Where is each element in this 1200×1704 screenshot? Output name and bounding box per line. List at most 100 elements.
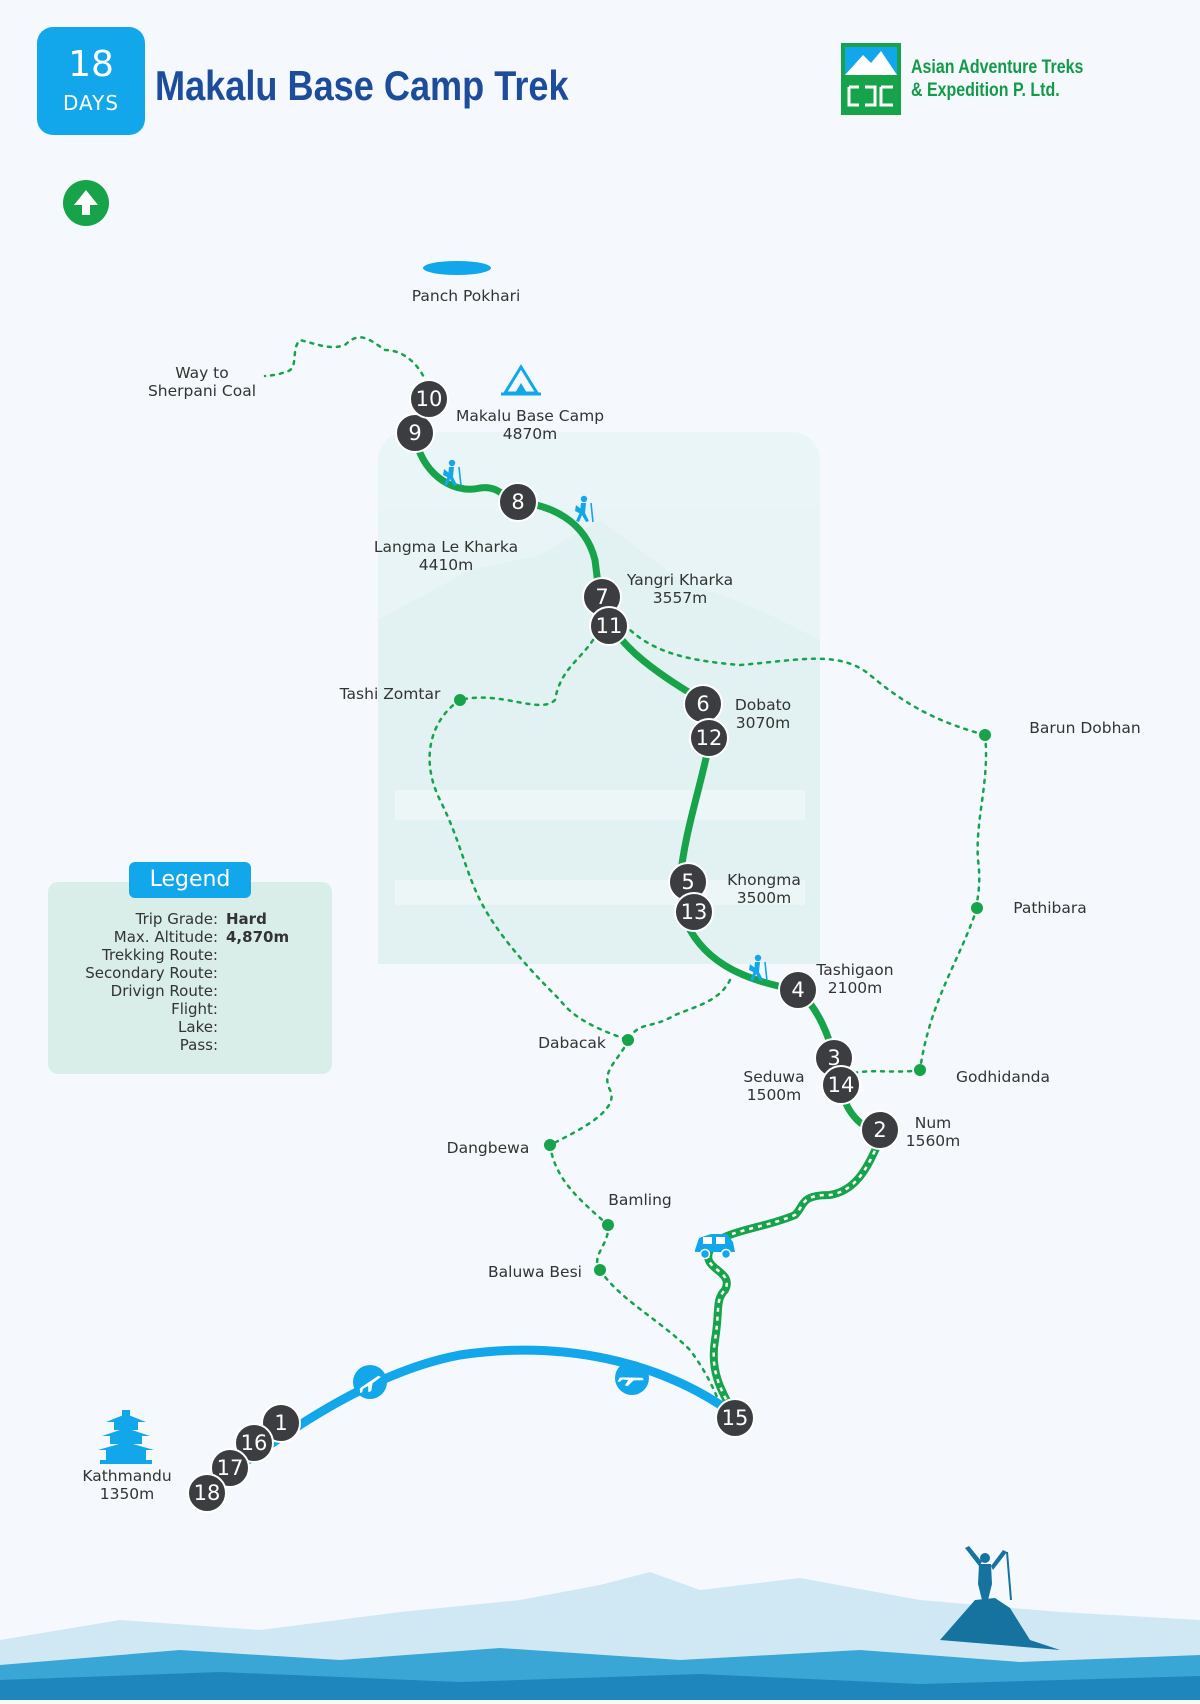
day-marker-label: 15 (722, 1406, 749, 1430)
day-marker-circle (778, 970, 818, 1010)
day-marker-18[interactable]: 18 (187, 1473, 227, 1513)
waypoint-dots (454, 694, 991, 1276)
place-altitude: 3557m (653, 589, 708, 607)
place-altitude: 1560m (906, 1132, 961, 1150)
day-marker-circle (715, 1398, 755, 1438)
day-marker-circle (409, 379, 449, 419)
day-marker-2[interactable]: 2 (860, 1110, 900, 1150)
days-badge: 18 DAYS (37, 27, 145, 135)
day-marker-17[interactable]: 17 (210, 1448, 250, 1488)
day-marker-9[interactable]: 9 (395, 413, 435, 453)
north-arrow-icon[interactable] (63, 180, 109, 226)
day-marker-circle (821, 1065, 861, 1105)
airplane-icon (353, 1365, 387, 1399)
day-marker-circle (674, 892, 714, 932)
day-marker-label: 1 (274, 1411, 287, 1435)
day-marker-label: 10 (416, 387, 443, 411)
day-marker-14[interactable]: 14 (821, 1065, 861, 1105)
day-marker-10[interactable]: 10 (409, 379, 449, 419)
place-label: Baluwa Besi (488, 1263, 582, 1281)
day-marker-16[interactable]: 16 (234, 1423, 274, 1463)
legend-title: Legend (129, 862, 251, 898)
day-marker-11[interactable]: 11 (589, 606, 629, 646)
legend-lake-label: Lake: (178, 1018, 218, 1036)
place-altitude: 3500m (737, 889, 792, 907)
day-marker-circle (860, 1110, 900, 1150)
mountain-silhouette (0, 1572, 1200, 1700)
day-marker-circle (498, 482, 538, 522)
place-altitude: 3070m (736, 714, 791, 732)
place-label: Way to (175, 364, 229, 382)
legend-pass-label: Pass: (179, 1036, 218, 1054)
day-marker-circle (689, 718, 729, 758)
day-marker-circle (395, 413, 435, 453)
legend-trekking-route-label: Trekking Route: (102, 946, 218, 964)
day-marker-label: 12 (696, 726, 723, 750)
place-label: Tashi Zomtar (339, 685, 441, 703)
legend-driving-route-label: Drivign Route: (110, 982, 218, 1000)
brand-logo-icon (841, 43, 901, 115)
day-marker-label: 4 (791, 978, 804, 1002)
legend-max-altitude-label: Max. Altitude: (113, 928, 218, 946)
day-marker-8[interactable]: 8 (498, 482, 538, 522)
place-label: Num (915, 1114, 952, 1132)
place-label: Kathmandu (82, 1467, 171, 1485)
place-label: Khongma (727, 871, 801, 889)
day-marker-label: 16 (241, 1431, 268, 1455)
place-altitude: 4870m (503, 425, 558, 443)
place-altitude: 1500m (747, 1086, 802, 1104)
place-label: Panch Pokhari (412, 287, 521, 305)
days-label: DAYS (62, 91, 120, 115)
legend-secondary-route-label: Secondary Route: (85, 964, 218, 982)
place-altitude: 4410m (419, 556, 474, 574)
day-marker-label: 7 (595, 585, 608, 609)
legend-trip-grade-label: Trip Grade: (135, 910, 218, 928)
place-altitude: 1350m (100, 1485, 155, 1503)
legend-trip-grade-value: Hard (226, 910, 267, 928)
tent-icon (501, 364, 541, 396)
place-label: Dangbewa (447, 1139, 530, 1157)
temple-icon (98, 1410, 154, 1464)
day-marker-circle (261, 1403, 301, 1443)
day-marker-label: 18 (194, 1481, 221, 1505)
place-label: Tashigaon (815, 961, 893, 979)
watermark-logo (378, 432, 820, 964)
jeep-icon (695, 1234, 735, 1260)
place-label: Bamling (608, 1191, 672, 1209)
day-marker-12[interactable]: 12 (689, 718, 729, 758)
place-altitude: Sherpani Coal (148, 382, 256, 400)
day-marker-label: 2 (873, 1118, 886, 1142)
day-marker-15[interactable]: 15 (715, 1398, 755, 1438)
day-marker-label: 3 (827, 1046, 840, 1070)
day-marker-label: 17 (217, 1456, 244, 1480)
page-title: Makalu Base Camp Trek (155, 62, 569, 109)
legend-flight-label: Flight: (171, 1000, 218, 1018)
place-label: Barun Dobhan (1029, 719, 1140, 737)
day-marker-1[interactable]: 1 (261, 1403, 301, 1443)
place-label: Dabacak (538, 1034, 606, 1052)
place-label: Yangri Kharka (626, 571, 733, 589)
climber-icon (965, 1546, 1012, 1601)
day-marker-label: 9 (408, 421, 421, 445)
place-altitude: 2100m (828, 979, 883, 997)
airplane-icon (615, 1361, 649, 1395)
day-marker-circle (589, 606, 629, 646)
place-label: Pathibara (1013, 899, 1087, 917)
day-marker-label: 11 (596, 614, 623, 638)
day-marker-6[interactable]: 6 (683, 684, 723, 724)
days-number: 18 (68, 44, 114, 85)
legend-panel (48, 882, 332, 1074)
brand-line-1: Asian Adventure Treks (911, 57, 1084, 78)
place-label: Godhidanda (956, 1068, 1050, 1086)
day-marker-label: 6 (696, 692, 709, 716)
lake-icon (423, 261, 491, 275)
day-marker-13[interactable]: 13 (674, 892, 714, 932)
day-marker-4[interactable]: 4 (778, 970, 818, 1010)
place-label: Makalu Base Camp (456, 407, 604, 425)
day-marker-label: 13 (681, 900, 708, 924)
day-marker-label: 8 (511, 490, 524, 514)
